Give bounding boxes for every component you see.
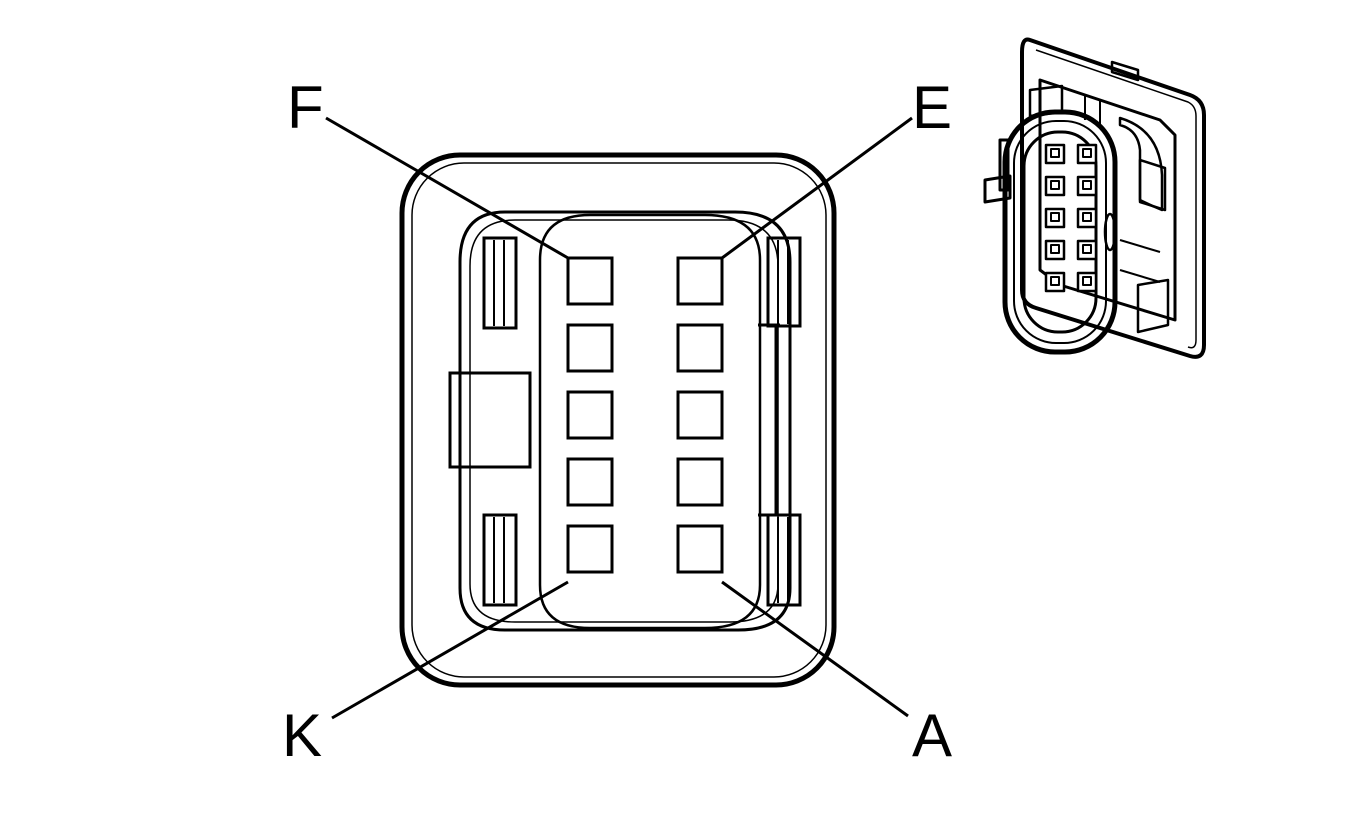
connector-isometric-view: [983, 37, 1206, 359]
pin-cavity: [566, 524, 614, 574]
pin-cavity: [676, 256, 724, 306]
pin-grid: [566, 256, 724, 574]
pin-cavity: [566, 457, 614, 507]
pin-cavity: [566, 323, 614, 373]
inner-body: [458, 210, 792, 632]
leader-line-a: [721, 580, 909, 718]
iso-pin-cavity: [1076, 175, 1098, 197]
pin-label-a: A: [912, 702, 952, 769]
latch-slot-top-right: [766, 236, 802, 328]
connector-face-view: [399, 152, 837, 688]
pin-cavity: [566, 390, 614, 440]
iso-pin-cavity: [1076, 239, 1098, 261]
pin-label-f: F: [287, 74, 324, 141]
pin-label-e: E: [912, 74, 952, 141]
pin-cavity: [676, 323, 724, 373]
iso-pin-cavity: [1076, 143, 1098, 165]
iso-pin-cavity: [1076, 207, 1098, 229]
outer-housing: [399, 152, 837, 688]
leader-line-e: [721, 116, 913, 260]
leader-lines: [325, 116, 913, 720]
leader-line-f: [325, 116, 569, 260]
iso-pin-cavity: [1076, 271, 1098, 293]
pin-cavity: [676, 390, 724, 440]
pin-cavity: [676, 524, 724, 574]
locking-tab: [448, 371, 532, 469]
isometric-pin-grid: [1044, 143, 1098, 293]
front-shroud: [1002, 109, 1118, 355]
iso-pin-cavity: [1044, 239, 1066, 261]
iso-pin-cavity: [1044, 175, 1066, 197]
iso-pin-cavity: [1044, 143, 1066, 165]
leader-line-k: [331, 580, 569, 720]
iso-pin-cavity: [1044, 271, 1066, 293]
latch-slot-bottom-right: [766, 513, 802, 607]
pin-label-k: K: [282, 702, 322, 769]
iso-pin-cavity: [1044, 207, 1066, 229]
latch-slot-bottom-left: [482, 513, 518, 607]
outer-housing-inner-edge: [411, 162, 827, 678]
flange-plate: [1020, 37, 1206, 359]
pin-cavity: [676, 457, 724, 507]
pin-cavity: [566, 256, 614, 306]
latch-slot-top-left: [482, 236, 518, 330]
